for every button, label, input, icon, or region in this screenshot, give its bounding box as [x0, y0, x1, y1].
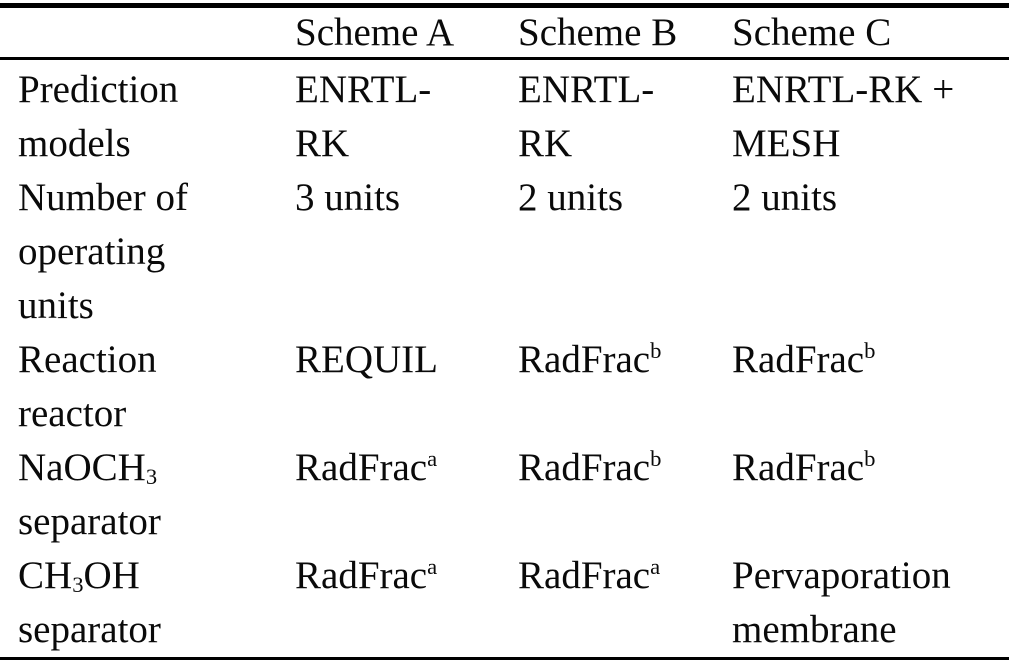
cell-r4-scheme-c: Pervaporation membrane	[732, 554, 951, 651]
cell-r3-scheme-a: RadFraca	[295, 445, 438, 489]
header-corner-cell	[18, 8, 295, 57]
cell-r4-scheme-a: RadFraca	[295, 553, 438, 597]
cell-r1-scheme-a: 3 units	[295, 176, 401, 219]
cell-r0-scheme-c: ENRTL-RK + MESH	[732, 68, 955, 165]
row-label-prediction-models: Prediction models	[18, 68, 179, 165]
cell-r2-scheme-c: RadFracb	[732, 337, 876, 381]
cell-r3-scheme-c: RadFracb	[732, 445, 876, 489]
header-scheme-c: Scheme C	[732, 11, 892, 54]
row-label-number-of-operating-units: Number of operating units	[18, 176, 189, 327]
cell-r0-scheme-a: ENRTL- RK	[295, 68, 432, 165]
table-body: Prediction models ENRTL- RK ENRTL- RK EN…	[0, 60, 1009, 657]
cell-r2-scheme-a: REQUIL	[295, 338, 438, 381]
table-bottom-rule	[0, 657, 1009, 660]
table-header-row: Scheme A Scheme B Scheme C	[0, 8, 1009, 57]
cell-r0-scheme-b: ENRTL- RK	[518, 68, 655, 165]
cell-r1-scheme-b: 2 units	[518, 176, 624, 219]
row-label-naoch3-separator: NaOCH3 separator	[18, 446, 161, 543]
header-scheme-a: Scheme A	[295, 11, 455, 54]
table-top-rule	[0, 3, 1009, 8]
cell-r3-scheme-b: RadFracb	[518, 445, 662, 489]
cell-r2-scheme-b: RadFracb	[518, 337, 662, 381]
row-label-reaction-reactor: Reaction reactor	[18, 338, 157, 435]
row-label-ch3oh-separator: CH3OH separator	[18, 554, 161, 651]
header-scheme-b: Scheme B	[518, 11, 678, 54]
table-header-rule	[0, 57, 1009, 60]
cell-r4-scheme-b: RadFraca	[518, 553, 661, 597]
cell-r1-scheme-c: 2 units	[732, 176, 838, 219]
